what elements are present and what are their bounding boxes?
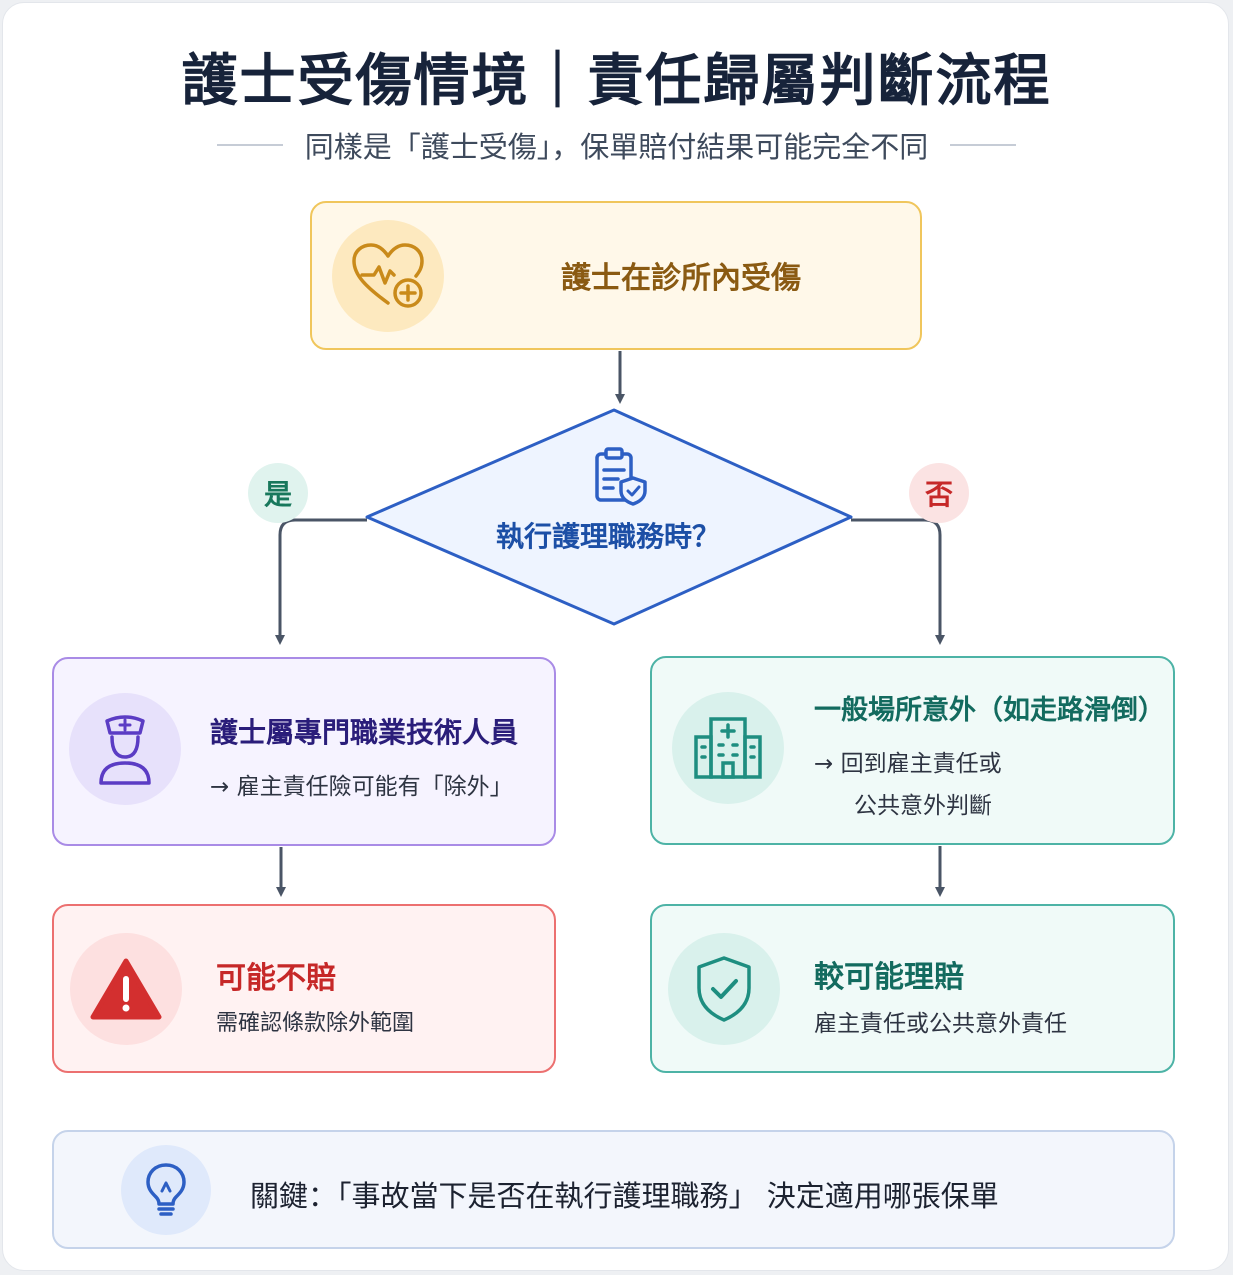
subtitle-right-rule <box>950 144 1017 146</box>
page-subtitle: 同樣是「護士受傷」，保單賠付結果可能完全不同 <box>304 130 929 164</box>
nurse-icon <box>99 715 151 785</box>
hospital-building-icon <box>694 717 762 779</box>
right-step-detail-line2: 公共意外判斷 <box>854 793 992 819</box>
no-badge: 否 <box>909 463 969 523</box>
right-result-heading: 較可能理賠 <box>814 960 964 995</box>
start-icon-circle <box>332 220 444 332</box>
lightbulb-icon <box>146 1163 186 1216</box>
clipboard-shield-icon <box>595 447 647 506</box>
left-step-heading: 護士屬專門職業技術人員 <box>210 716 519 749</box>
decision-label: 執行護理職務時？ <box>495 520 720 553</box>
right-step-icon-circle <box>672 692 784 804</box>
subtitle-row: 同樣是「護士受傷」，保單賠付結果可能完全不同 <box>0 124 1233 166</box>
shield-check-icon <box>697 956 751 1022</box>
left-result-heading: 可能不賠 <box>216 961 336 996</box>
right-step-node: 一般場所意外（如走路滑倒） → 回到雇主責任或 公共意外判斷 <box>650 656 1175 845</box>
key-note: 關鍵：「事故當下是否在執行護理職務」 決定適用哪張保單 <box>52 1130 1175 1249</box>
subtitle-left-rule <box>216 144 283 146</box>
left-result-detail: 需確認條款除外範圍 <box>216 1011 415 1036</box>
left-result-node: 可能不賠 需確認條款除外範圍 <box>52 904 556 1073</box>
arrow-yes-branch <box>275 518 367 645</box>
yes-badge: 是 <box>248 463 308 523</box>
left-step-detail: → 雇主責任險可能有「除外」 <box>210 774 513 800</box>
warning-icon <box>90 958 162 1020</box>
right-step-heading: 一般場所意外（如走路滑倒） <box>814 695 1165 726</box>
heart-medical-icon <box>352 243 424 308</box>
page-title: 護士受傷情境｜責任歸屬判斷流程 <box>181 49 1052 114</box>
start-label: 護士在診所內受傷 <box>561 261 801 296</box>
right-result-detail: 雇主責任或公共意外責任 <box>814 1011 1067 1037</box>
start-node: 護士在診所內受傷 <box>310 201 922 350</box>
right-result-icon-circle <box>668 933 780 1045</box>
decision-diamond <box>365 408 853 626</box>
left-result-icon-circle <box>70 933 182 1045</box>
arrow-no-branch <box>851 518 945 645</box>
key-note-text: 關鍵：「事故當下是否在執行護理職務」 決定適用哪張保單 <box>250 1179 999 1213</box>
right-result-node: 較可能理賠 雇主責任或公共意外責任 <box>650 904 1175 1073</box>
key-note-icon-circle <box>121 1145 211 1235</box>
left-step-icon-circle <box>69 693 181 805</box>
right-step-detail-line1: → 回到雇主責任或 <box>814 751 1002 777</box>
left-step-node: 護士屬專門職業技術人員 → 雇主責任險可能有「除外」 <box>52 657 556 846</box>
